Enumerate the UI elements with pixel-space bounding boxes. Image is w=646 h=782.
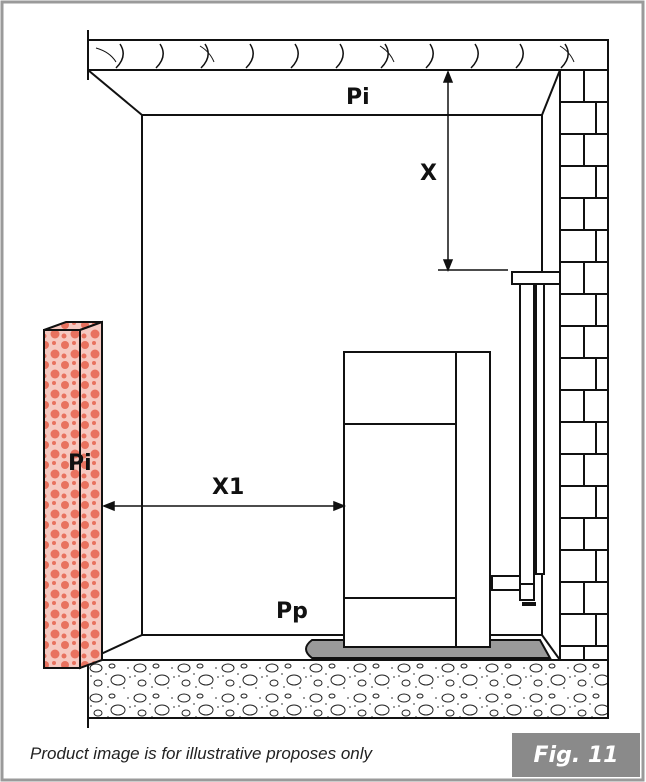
insulation-panel (43, 320, 103, 670)
brick-wall (559, 69, 609, 661)
label-x1: X1 (212, 475, 244, 500)
caption-text: Product image is for illustrative propos… (30, 744, 373, 763)
flue-pipe (491, 271, 561, 606)
stove-body (343, 351, 491, 648)
label-x: X (420, 161, 437, 186)
dimension-x1 (101, 500, 347, 512)
ceiling-slab (87, 30, 609, 80)
dimension-x (438, 69, 508, 273)
label-pp: Pp (276, 599, 308, 624)
figure-badge: Fig. 11 (512, 733, 640, 777)
figure-label: Fig. 11 (533, 742, 619, 768)
floor-slab (87, 650, 609, 728)
label-ceiling-pi: Pi (346, 85, 370, 110)
label-wall-pi: Pi (68, 451, 92, 476)
